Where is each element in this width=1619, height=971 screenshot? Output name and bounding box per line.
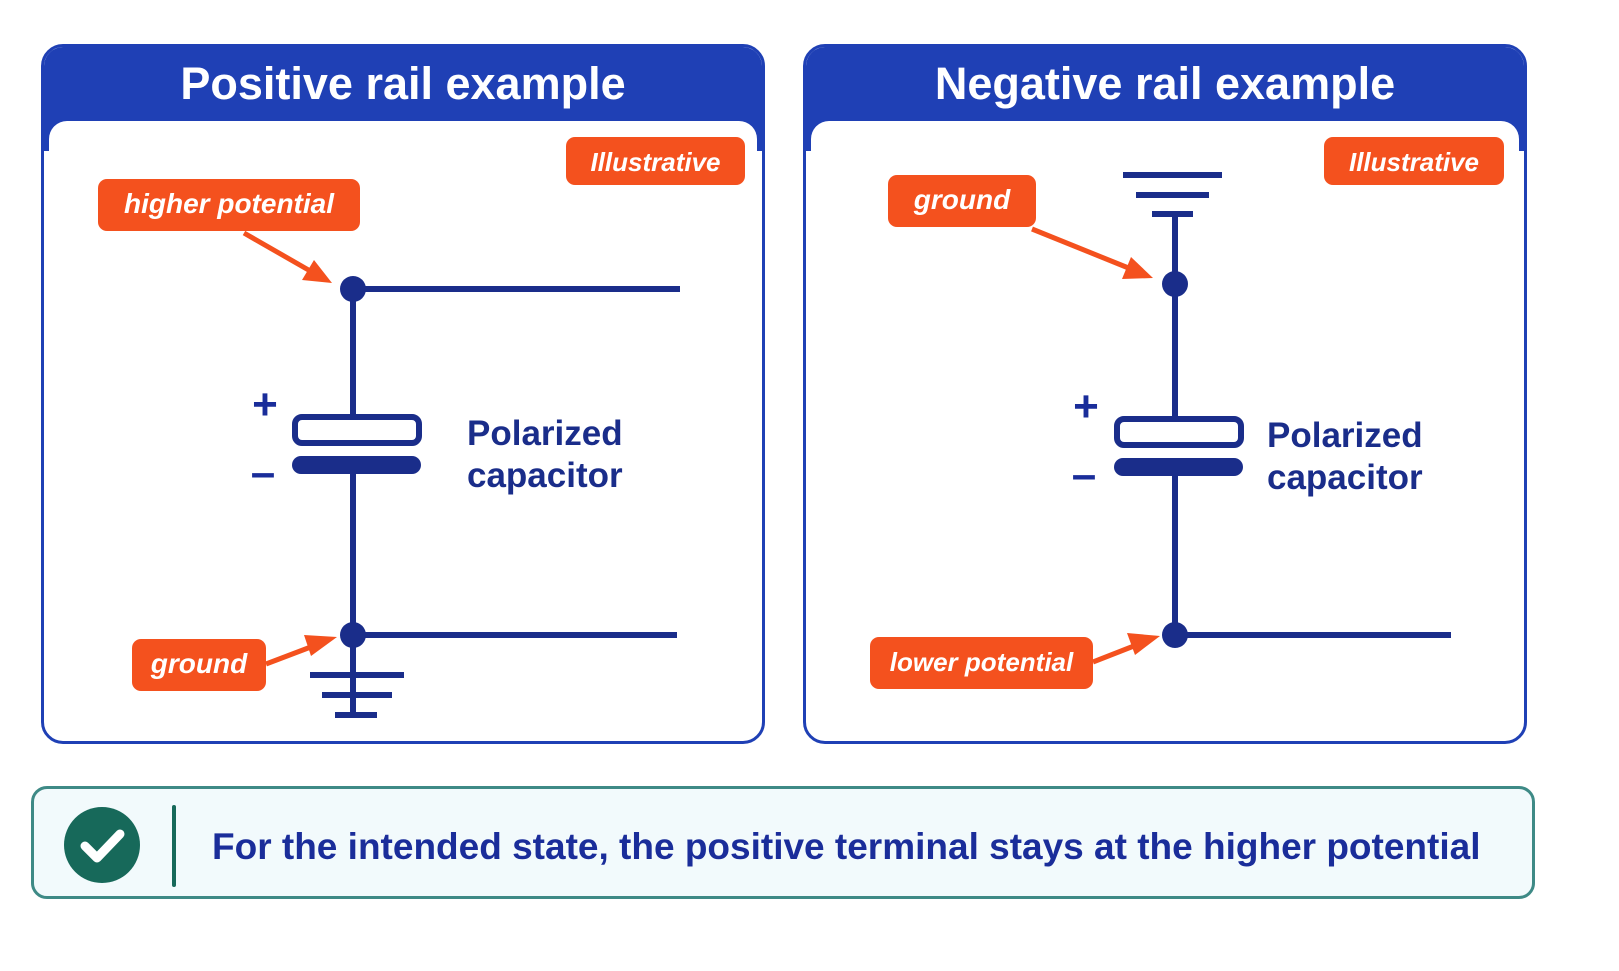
- illustrative-badge: Illustrative: [566, 137, 745, 185]
- capacitor-positive-plate: [292, 414, 422, 446]
- capacitor-label: Polarized capacitor: [1267, 415, 1423, 499]
- top-junction-dot: [1162, 271, 1188, 297]
- capacitor-label-line: capacitor: [467, 456, 623, 495]
- check-icon: [80, 829, 125, 863]
- arrow-icon: [1092, 633, 1160, 665]
- negative-rail-circuit: [1031, 172, 1451, 665]
- note-text: For the intended state, the positive ter…: [212, 826, 1481, 867]
- top-junction-dot: [340, 276, 366, 302]
- capacitor-label-line: Polarized: [467, 414, 623, 453]
- ground-tag: ground: [888, 175, 1036, 227]
- panel-header: Positive rail example: [44, 47, 762, 121]
- arrow-icon: [265, 635, 337, 667]
- bottom-junction-dot: [340, 622, 366, 648]
- panel-title: Negative rail example: [934, 58, 1396, 109]
- capacitor-positive-plate: [1114, 416, 1244, 448]
- minus-sign: –: [1071, 450, 1097, 499]
- ground-tag: ground: [132, 639, 266, 691]
- higher-potential-tag: higher potential: [98, 179, 360, 231]
- arrow-icon: [1031, 226, 1153, 279]
- panel-title: Positive rail example: [180, 58, 626, 109]
- capacitor-label-line: Polarized: [1267, 416, 1423, 455]
- positive-rail-panel: Positive rail example: [41, 44, 765, 744]
- panel-header: Negative rail example: [806, 47, 1524, 121]
- positive-rail-circuit: [242, 230, 680, 718]
- ground-icon: [310, 672, 404, 718]
- bottom-junction-dot: [1162, 622, 1188, 648]
- minus-sign: –: [250, 448, 276, 497]
- negative-rail-panel: Negative rail example Illustrati: [803, 44, 1527, 744]
- capacitor-negative-plate: [292, 456, 421, 474]
- arrow-icon: [242, 230, 332, 283]
- ground-icon: [1123, 172, 1222, 217]
- note-callout: For the intended state, the positive ter…: [31, 786, 1535, 899]
- illustrative-badge: Illustrative: [1324, 137, 1504, 185]
- plus-sign: +: [252, 380, 278, 429]
- plus-sign: +: [1073, 382, 1099, 431]
- capacitor-label: Polarized capacitor: [467, 413, 623, 497]
- capacitor-label-line: capacitor: [1267, 458, 1423, 497]
- note-divider: [172, 805, 176, 887]
- lower-potential-tag: lower potential: [870, 637, 1093, 689]
- check-circle-icon: [64, 807, 140, 883]
- capacitor-negative-plate: [1114, 458, 1243, 476]
